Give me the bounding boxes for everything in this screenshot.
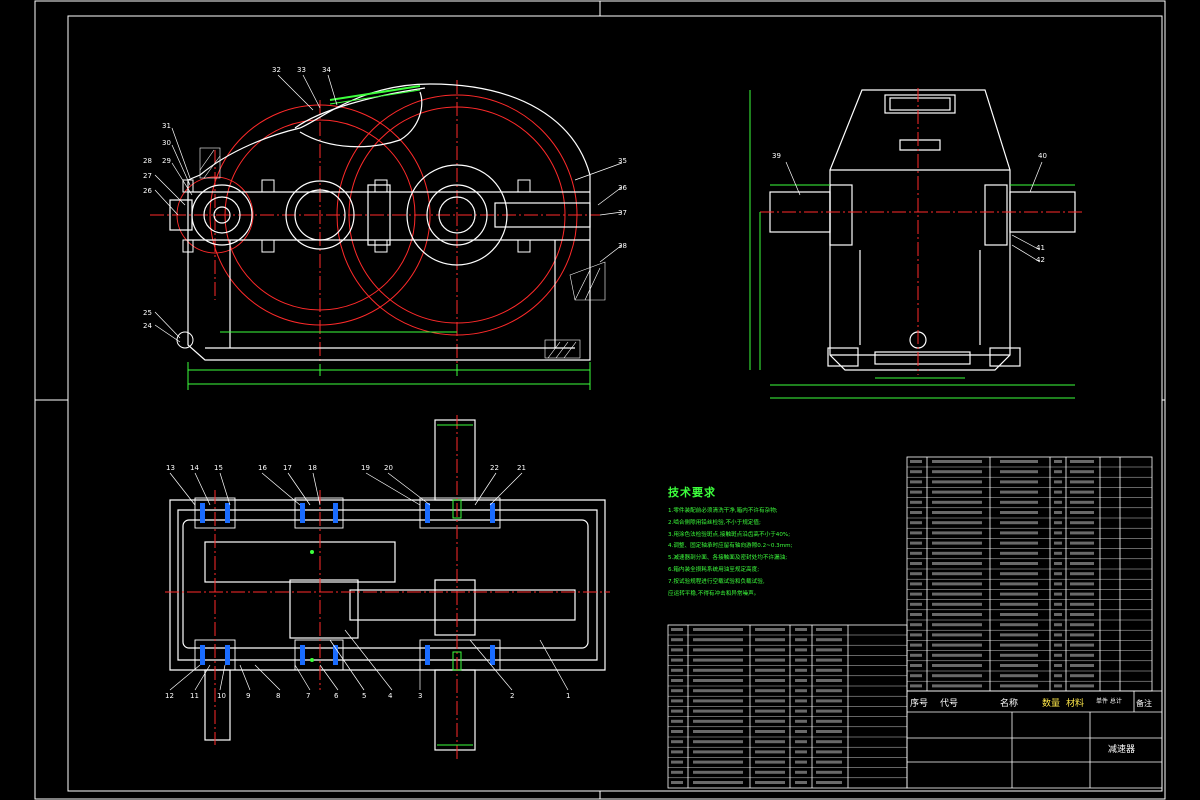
part-balloon: 25 bbox=[143, 309, 152, 317]
tech-req-line: 5.减速器剖分面、各接触面及密封处均不许漏油; bbox=[668, 555, 788, 562]
part-balloon: 2 bbox=[510, 692, 514, 700]
technical-requirements: 技术要求 1.零件装配前必须清洗干净,箱内不许有杂物; 2.啮合侧隙用铅丝检验,… bbox=[668, 484, 908, 600]
tech-req-line: 7.按试验规程进行空载试验和负载试验, bbox=[668, 578, 765, 585]
technical-requirements-title: 技术要求 bbox=[668, 486, 716, 499]
tech-req-line: 1.零件装配前必须清洗干净,箱内不许有杂物; bbox=[668, 508, 778, 514]
side-view bbox=[749, 88, 1085, 399]
part-balloon: 13 bbox=[166, 464, 175, 472]
part-balloon: 20 bbox=[384, 464, 393, 472]
part-balloon: 31 bbox=[162, 122, 171, 130]
part-balloon: 27 bbox=[143, 172, 152, 180]
part-balloon: 37 bbox=[618, 209, 627, 217]
part-balloon: 40 bbox=[1038, 152, 1047, 160]
tech-req-line: 6.箱内装全损耗系统用油至规定高度; bbox=[668, 566, 760, 573]
col-material-label: 材料 bbox=[1066, 697, 1084, 709]
part-balloon: 33 bbox=[297, 66, 306, 74]
part-balloon: 30 bbox=[162, 139, 171, 147]
part-balloon: 14 bbox=[190, 464, 199, 472]
col-name-label: 名称 bbox=[1000, 697, 1018, 709]
part-balloon: 38 bbox=[618, 242, 627, 250]
parts-list-upper bbox=[906, 456, 1153, 692]
table-text-placeholder bbox=[671, 460, 1094, 784]
part-balloon: 3 bbox=[418, 692, 422, 700]
part-balloon: 36 bbox=[618, 184, 627, 192]
part-balloon: 1 bbox=[566, 692, 570, 700]
tech-req-line: 应运转平稳,不得有冲击和异常噪声。 bbox=[668, 590, 760, 597]
part-balloon: 21 bbox=[517, 464, 526, 472]
title-block bbox=[906, 690, 1163, 789]
part-balloon: 9 bbox=[246, 692, 250, 700]
col-note-label: 备注 bbox=[1136, 698, 1152, 708]
part-balloon: 34 bbox=[322, 66, 331, 74]
drawing-title: 减速器 bbox=[1108, 743, 1135, 755]
tech-req-line: 3.用涂色法检验斑点,接触斑点沿齿高不小于40%; bbox=[668, 531, 791, 538]
parts-list-lower bbox=[667, 624, 908, 789]
col-code-label: 代号 bbox=[940, 698, 958, 709]
part-balloon: 19 bbox=[361, 464, 370, 472]
part-balloon: 18 bbox=[308, 464, 317, 472]
part-balloon: 15 bbox=[214, 464, 223, 472]
part-balloon: 29 bbox=[162, 157, 171, 165]
tech-req-line: 4.调整、固定轴承时应留有轴向游隙0.2~0.3mm; bbox=[668, 543, 793, 550]
part-balloon: 24 bbox=[143, 322, 152, 330]
col-seq-label: 序号 bbox=[910, 697, 928, 709]
part-balloon: 6 bbox=[334, 692, 339, 700]
front-view bbox=[150, 74, 623, 390]
part-balloon: 42 bbox=[1036, 256, 1045, 264]
part-balloon: 28 bbox=[143, 157, 152, 165]
col-weight-label: 单件 总计 bbox=[1096, 697, 1122, 705]
part-balloon: 32 bbox=[272, 66, 281, 74]
tech-req-line: 2.啮合侧隙用铅丝检验,不小于规定值; bbox=[668, 519, 761, 526]
part-balloon: 17 bbox=[283, 464, 292, 472]
part-balloon: 39 bbox=[772, 152, 781, 160]
sheet-frame bbox=[34, 0, 1166, 800]
top-view bbox=[165, 415, 610, 760]
part-balloon: 5 bbox=[362, 692, 366, 700]
part-balloon: 26 bbox=[143, 187, 152, 195]
part-balloon: 11 bbox=[190, 692, 199, 700]
part-balloon: 12 bbox=[165, 692, 174, 700]
part-balloon: 10 bbox=[217, 692, 226, 700]
part-balloon: 4 bbox=[388, 692, 393, 700]
part-balloon: 35 bbox=[618, 157, 627, 165]
part-balloon: 7 bbox=[306, 692, 310, 700]
part-balloon: 8 bbox=[276, 692, 280, 700]
part-balloon: 22 bbox=[490, 464, 499, 472]
part-balloon: 16 bbox=[258, 464, 267, 472]
part-balloon: 41 bbox=[1036, 244, 1045, 252]
col-qty-label: 数量 bbox=[1042, 697, 1060, 709]
